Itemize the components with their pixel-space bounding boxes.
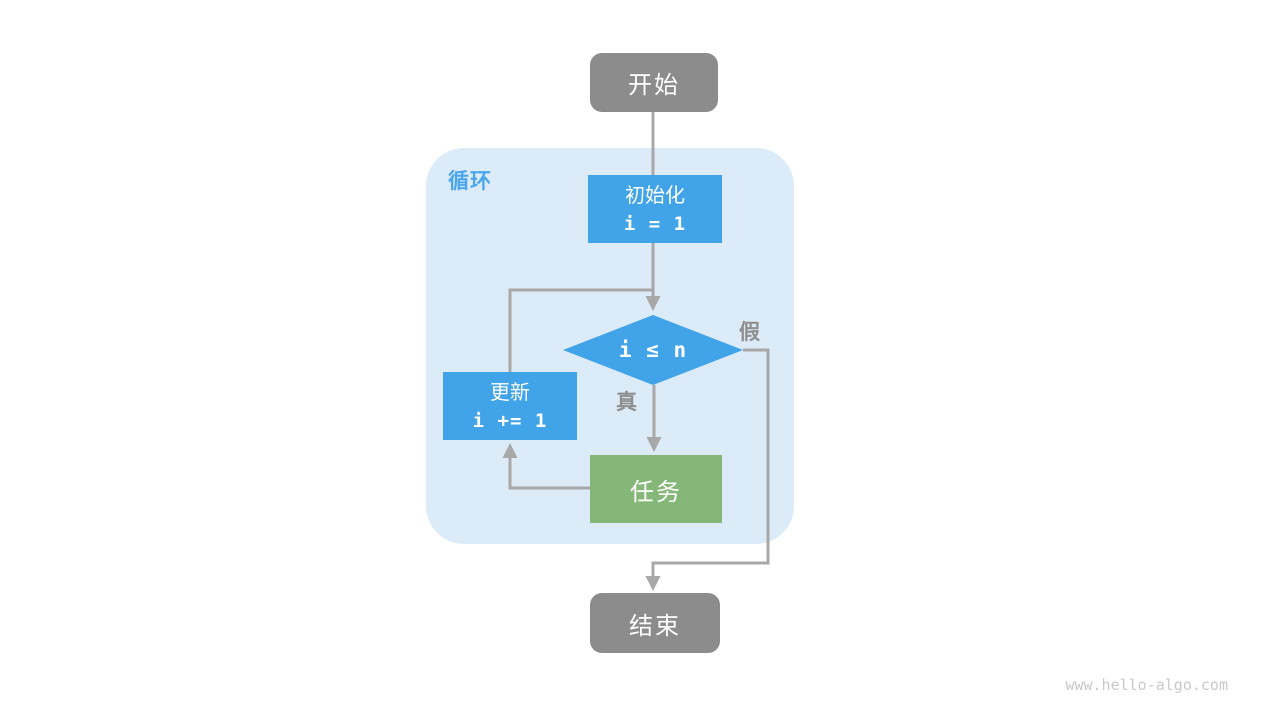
watermark: www.hello-algo.com xyxy=(1065,676,1228,694)
edge-update-to-condition xyxy=(508,288,654,372)
node-init-code: i = 1 xyxy=(623,212,687,235)
node-update-label: 更新 xyxy=(490,379,530,404)
loop-region-label: 循环 xyxy=(448,169,492,193)
node-task-label: 任务 xyxy=(630,477,682,506)
node-end: 结束 xyxy=(590,593,720,653)
node-task: 任务 xyxy=(590,455,722,523)
node-condition-label: i ≤ n xyxy=(618,338,688,362)
node-init: 初始化 i = 1 xyxy=(588,175,722,243)
node-start: 开始 xyxy=(590,53,718,112)
edge-condition-to-end xyxy=(645,348,770,591)
node-update: 更新 i += 1 xyxy=(443,372,577,440)
node-end-label: 结束 xyxy=(629,611,681,640)
node-update-code: i += 1 xyxy=(472,409,548,432)
edge-label-false: 假 xyxy=(739,320,760,344)
node-init-label: 初始化 xyxy=(625,182,685,207)
edge-task-to-update xyxy=(502,443,590,490)
node-start-label: 开始 xyxy=(628,71,680,99)
edge-label-true: 真 xyxy=(616,390,637,414)
